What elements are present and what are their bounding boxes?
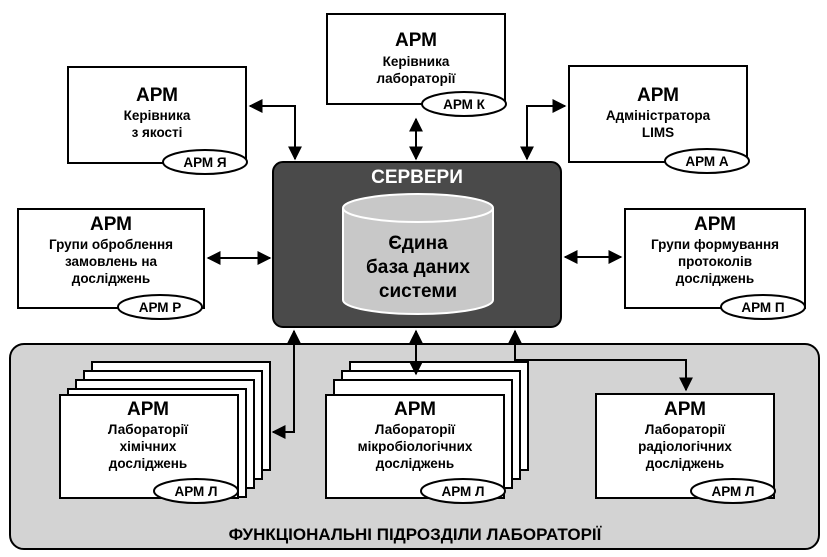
workstation-line: Адміністратора — [606, 108, 711, 123]
workstation-title: АРМ — [637, 85, 679, 106]
workstation-line: Лабораторії — [375, 422, 456, 437]
workstation-title: АРМ — [694, 214, 736, 235]
workstation-line: лабораторії — [377, 71, 457, 86]
workstation-tag: АРМ К — [443, 97, 486, 112]
workstation-title: АРМ — [127, 399, 169, 420]
workstation-line: Керівника — [383, 54, 450, 69]
workstation-tag: АРМ П — [741, 300, 784, 315]
workstation-title: АРМ — [90, 214, 132, 235]
workstation-line: радіологічних — [638, 439, 732, 454]
connector-a-servers — [520, 99, 567, 161]
workstation-tag: АРМ Р — [139, 300, 182, 315]
workstation-tag: АРМ Л — [174, 484, 217, 499]
database-label-line2: база даних — [366, 257, 470, 278]
workstation-line: досліджень — [676, 271, 754, 286]
workstation-line: протоколів — [678, 254, 752, 269]
workstation-line: з якості — [132, 125, 183, 140]
workstation-line: Лабораторії — [108, 422, 189, 437]
workstation-line: Групи формування — [651, 237, 779, 252]
connector-chem-servers — [271, 329, 301, 439]
connectors — [206, 99, 693, 439]
workstation-chem-lab-stack: АРМ Лабораторії хімічних досліджень АРМ … — [59, 361, 271, 504]
database-cylinder: Єдина база даних системи — [342, 193, 494, 315]
workstation-title: АРМ — [136, 85, 178, 106]
workstation-line: Керівника — [124, 108, 191, 123]
workstation-tag: АРМ А — [685, 154, 729, 169]
workstation-micro-lab-stack: АРМ Лабораторії мікробіологічних дослідж… — [325, 361, 529, 504]
workstation-lims-admin: АРМ Адміністратора LIMS АРМ А — [568, 65, 750, 174]
workstation-protocol-forming: АРМ Групи формування протоколів дослідже… — [624, 208, 806, 320]
workstation-line: Лабораторії — [645, 422, 726, 437]
workstation-tag: АРМ Л — [711, 484, 754, 499]
workstation-tag: АРМ Л — [441, 484, 484, 499]
lab-units-title: ФУНКЦІОНАЛЬНІ ПІДРОЗДІЛИ ЛАБОРАТОРІЇ — [229, 525, 603, 544]
workstation-title: АРМ — [394, 399, 436, 420]
connector-radio-servers — [508, 329, 693, 392]
servers-title: СЕРВЕРИ — [371, 167, 463, 188]
workstation-title: АРМ — [664, 399, 706, 420]
workstation-line: досліджень — [109, 456, 187, 471]
workstation-head-of-lab: АРМ Керівника лабораторії АРМ К — [326, 13, 507, 117]
workstation-line: LIMS — [642, 125, 674, 140]
workstation-line: хімічних — [120, 439, 177, 454]
workstation-line: досліджень — [646, 456, 724, 471]
workstation-line: замовлень на — [65, 254, 157, 269]
workstation-quality-head: АРМ Керівника з якості АРМ Я — [67, 66, 248, 175]
database-label-line3: системи — [379, 281, 457, 302]
database-label-line1: Єдина — [388, 233, 448, 254]
connector-ya-servers — [248, 99, 302, 161]
workstation-radio-lab: АРМ Лабораторії радіологічних досліджень… — [595, 393, 776, 504]
workstation-line: досліджень — [376, 456, 454, 471]
workstation-tag: АРМ Я — [183, 155, 226, 170]
workstation-line: Групи оброблення — [49, 237, 173, 252]
workstation-line: досліджень — [72, 271, 150, 286]
workstation-line: мікробіологічних — [358, 439, 473, 454]
workstation-title: АРМ — [395, 30, 437, 51]
workstation-order-processing: АРМ Групи оброблення замовлень на дослід… — [17, 208, 205, 320]
